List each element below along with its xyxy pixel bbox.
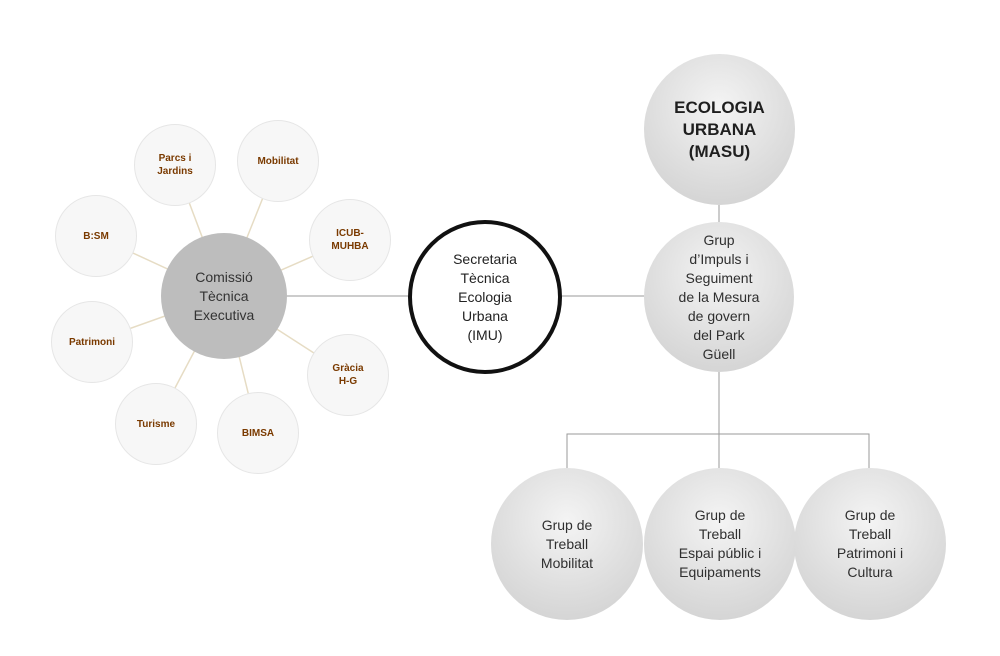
- node-secretaria-tecnica: Secretaria Tècnica Ecologia Urbana (IMU): [453, 250, 517, 343]
- node-grup-impuls-seguiment: Grup d’Impuls i Seguiment de la Mesura d…: [644, 222, 794, 372]
- connector-branch-bar: [566, 433, 870, 468]
- node-patrimoni: Patrimoni: [51, 301, 133, 383]
- node-bsm: B:SM: [55, 195, 137, 277]
- connectors: [286, 205, 870, 468]
- node-grup-treball-patrimoni-cultura: Grup de Treball Patrimoni i Cultura: [794, 468, 946, 620]
- node-bimsa: BIMSA: [217, 392, 299, 474]
- node-comissio-tecnica-executiva: Comissió Tècnica Executiva: [161, 233, 287, 359]
- node-grup-treball-espai-public: Grup de Treball Espai públic i Equipamen…: [644, 468, 796, 620]
- node-parcs-jardins: Parcs i Jardins: [134, 124, 216, 206]
- node-ecologia-urbana-masu: ECOLOGIA URBANA (MASU): [644, 54, 795, 205]
- node-turisme: Turisme: [115, 383, 197, 465]
- secretaria-ring: [408, 220, 562, 374]
- node-icub-muhba: ICUB- MUHBA: [309, 199, 391, 281]
- node-grup-treball-mobilitat: Grup de Treball Mobilitat: [491, 468, 643, 620]
- node-mobilitat: Mobilitat: [237, 120, 319, 202]
- node-gracia-hg: Gràcia H-G: [307, 334, 389, 416]
